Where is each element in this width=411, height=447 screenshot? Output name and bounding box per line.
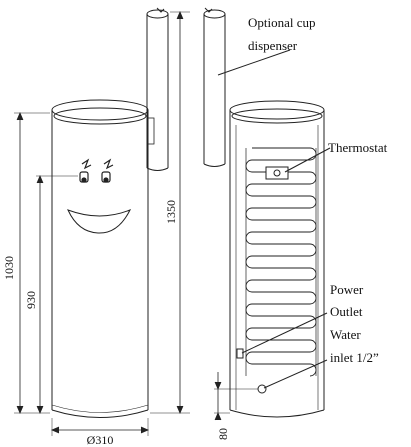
dimension-line-diameter	[50, 418, 150, 436]
power-outlet-socket	[236, 348, 244, 359]
leader-thermostat	[284, 147, 331, 173]
drip-tray-smile	[67, 209, 132, 234]
dimension-text-1030: 1030	[2, 256, 16, 280]
dimension-text-1350: 1350	[164, 200, 178, 224]
label-outlet: Outlet	[330, 304, 363, 319]
leader-water-inlet	[263, 359, 328, 389]
leader-power-outlet	[241, 312, 328, 354]
thermostat-housing	[265, 166, 289, 180]
label-dispenser: dispenser	[248, 38, 298, 53]
cup-dispenser-left-tube	[146, 7, 169, 171]
front-view-cabinet	[51, 99, 149, 418]
cup-dispenser-right-tube	[203, 7, 226, 167]
dimension-line-1030	[14, 111, 50, 415]
hot-water-tap-icon	[79, 158, 92, 183]
dimension-text-930: 930	[24, 291, 38, 309]
thermostat-knob-icon	[273, 169, 281, 177]
cup-dispenser-bracket	[147, 117, 155, 145]
dimension-text-80: 80	[216, 428, 230, 440]
label-optional-cup: Optional cup	[248, 15, 316, 30]
label-inlet: inlet 1/2”	[330, 350, 379, 365]
leader-cup-dispenser	[217, 49, 291, 76]
label-power: Power	[330, 282, 364, 297]
dimension-text-diameter: Ø310	[87, 433, 114, 447]
cold-water-tap-icon	[101, 158, 114, 183]
dimension-line-80	[214, 372, 258, 421]
water-inlet-port	[257, 384, 267, 394]
dimension-line-930	[36, 174, 78, 415]
condenser-coil	[245, 147, 317, 377]
back-view-cabinet	[229, 100, 325, 418]
label-water: Water	[330, 327, 361, 342]
label-thermostat: Thermostat	[328, 140, 388, 155]
dimension-line-1350	[150, 10, 190, 415]
